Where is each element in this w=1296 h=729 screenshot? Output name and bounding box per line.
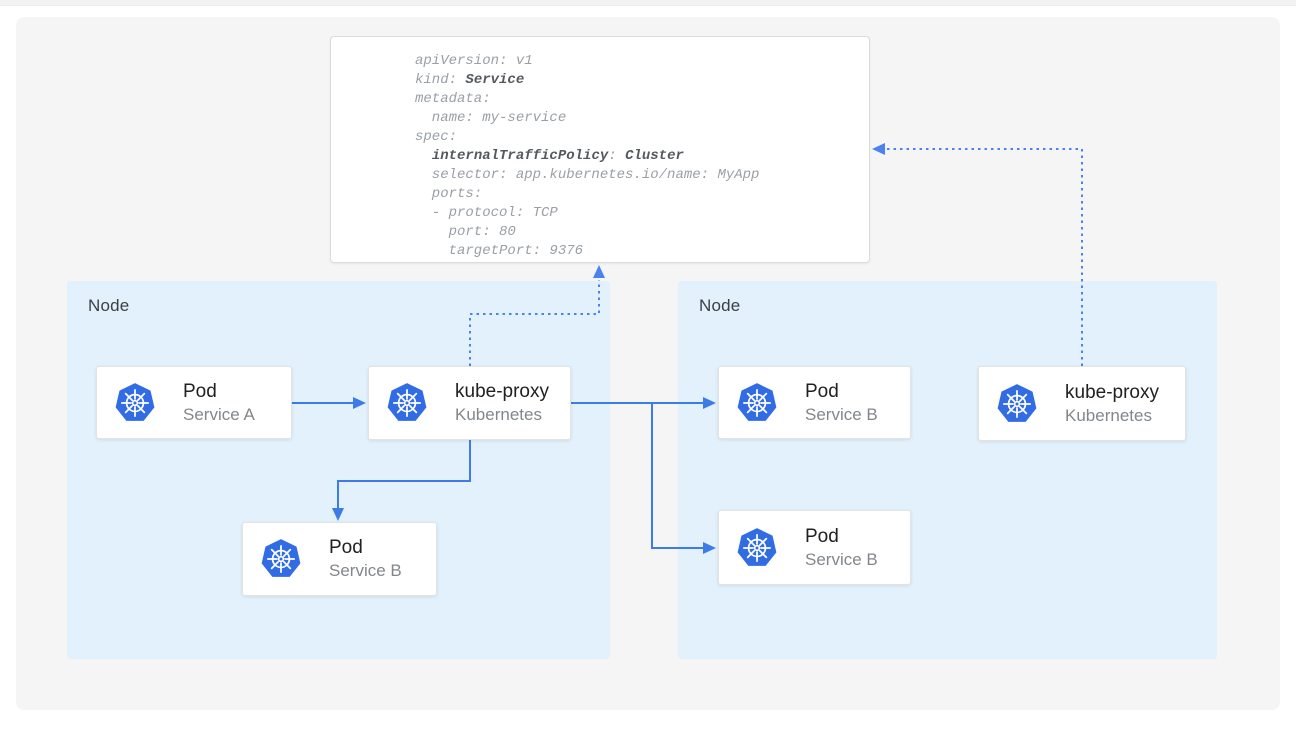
card-title: kube-proxy bbox=[455, 381, 549, 402]
node-box-right: Node bbox=[678, 281, 1217, 659]
dotted-kube-proxy-left-to-manifest bbox=[469, 280, 600, 366]
card-title: Pod bbox=[183, 380, 217, 402]
card-title: Pod bbox=[805, 380, 839, 402]
arrowhead-up-manifest bbox=[593, 265, 605, 278]
card-subtitle: Service B bbox=[805, 549, 878, 569]
node-label: Node bbox=[699, 296, 741, 315]
kubernetes-icon bbox=[736, 382, 778, 424]
arrowhead-right-kube-proxy bbox=[353, 397, 366, 409]
arrowhead-right-pod-b-bottom bbox=[703, 542, 716, 554]
code-line: internalTrafficPolicy: Cluster bbox=[431, 148, 684, 164]
arrowhead-right-pod-b-top bbox=[703, 397, 716, 409]
code-line: spec: bbox=[415, 129, 458, 145]
card-text: kube-proxy Kubernetes bbox=[455, 380, 549, 426]
code-line: selector: app.kubernetes.io/name: MyApp bbox=[415, 167, 760, 183]
card-title: Pod bbox=[805, 525, 839, 547]
kubernetes-icon bbox=[114, 382, 156, 424]
node-label: Node bbox=[88, 296, 130, 315]
card-subtitle: Service A bbox=[183, 404, 255, 424]
card-subtitle: Service B bbox=[329, 561, 402, 580]
card-text: Pod Service B bbox=[805, 380, 878, 426]
arrowhead-left-manifest bbox=[872, 143, 885, 155]
card-title: Pod bbox=[329, 537, 363, 558]
node-box-left: Node bbox=[67, 281, 610, 659]
card-text: kube-proxy Kubernetes bbox=[1065, 381, 1159, 427]
arrow-kube-proxy-to-pod-b-right-bottom bbox=[651, 403, 704, 549]
code-line: kind: Service bbox=[415, 72, 525, 88]
code-line: targetPort: 9376 bbox=[415, 243, 584, 259]
card-title: kube-proxy bbox=[1065, 381, 1159, 403]
service-manifest-box: apiVersion: v1 kind: Service metadata: n… bbox=[330, 36, 870, 263]
card-pod-service-b-right-bottom: Pod Service B bbox=[718, 510, 911, 585]
card-pod-service-b-left: Pod Service B bbox=[242, 522, 437, 596]
card-pod-service-b-right-top: Pod Service B bbox=[718, 366, 911, 439]
card-pod-service-a: Pod Service A bbox=[96, 366, 292, 439]
kubernetes-icon bbox=[996, 383, 1038, 425]
service-manifest-code: apiVersion: v1 kind: Service metadata: n… bbox=[331, 37, 869, 261]
code-line: metadata: bbox=[415, 91, 491, 107]
code-line: ports: bbox=[415, 186, 483, 202]
card-subtitle: Kubernetes bbox=[455, 405, 542, 424]
card-text: Pod Service B bbox=[805, 525, 878, 571]
card-kube-proxy-right: kube-proxy Kubernetes bbox=[978, 366, 1186, 441]
kubernetes-icon bbox=[260, 538, 302, 580]
page-top-strip bbox=[0, 0, 1296, 6]
kubernetes-icon bbox=[736, 527, 778, 569]
card-subtitle: Kubernetes bbox=[1065, 405, 1152, 425]
code-line: port: 80 bbox=[415, 224, 516, 240]
arrowhead-down-pod-b-left bbox=[332, 508, 344, 521]
card-text: Pod Service A bbox=[183, 380, 255, 426]
card-kube-proxy-left: kube-proxy Kubernetes bbox=[368, 366, 571, 440]
card-text: Pod Service B bbox=[329, 536, 402, 582]
kubernetes-icon bbox=[386, 382, 428, 424]
code-line: apiVersion: v1 bbox=[415, 53, 533, 69]
code-line: name: my-service bbox=[415, 110, 567, 126]
arrow-kube-proxy-to-pod-b-left bbox=[337, 440, 471, 509]
card-subtitle: Service B bbox=[805, 404, 878, 424]
code-line: - protocol: TCP bbox=[415, 205, 558, 221]
dotted-kube-proxy-right-to-manifest bbox=[885, 148, 1083, 366]
